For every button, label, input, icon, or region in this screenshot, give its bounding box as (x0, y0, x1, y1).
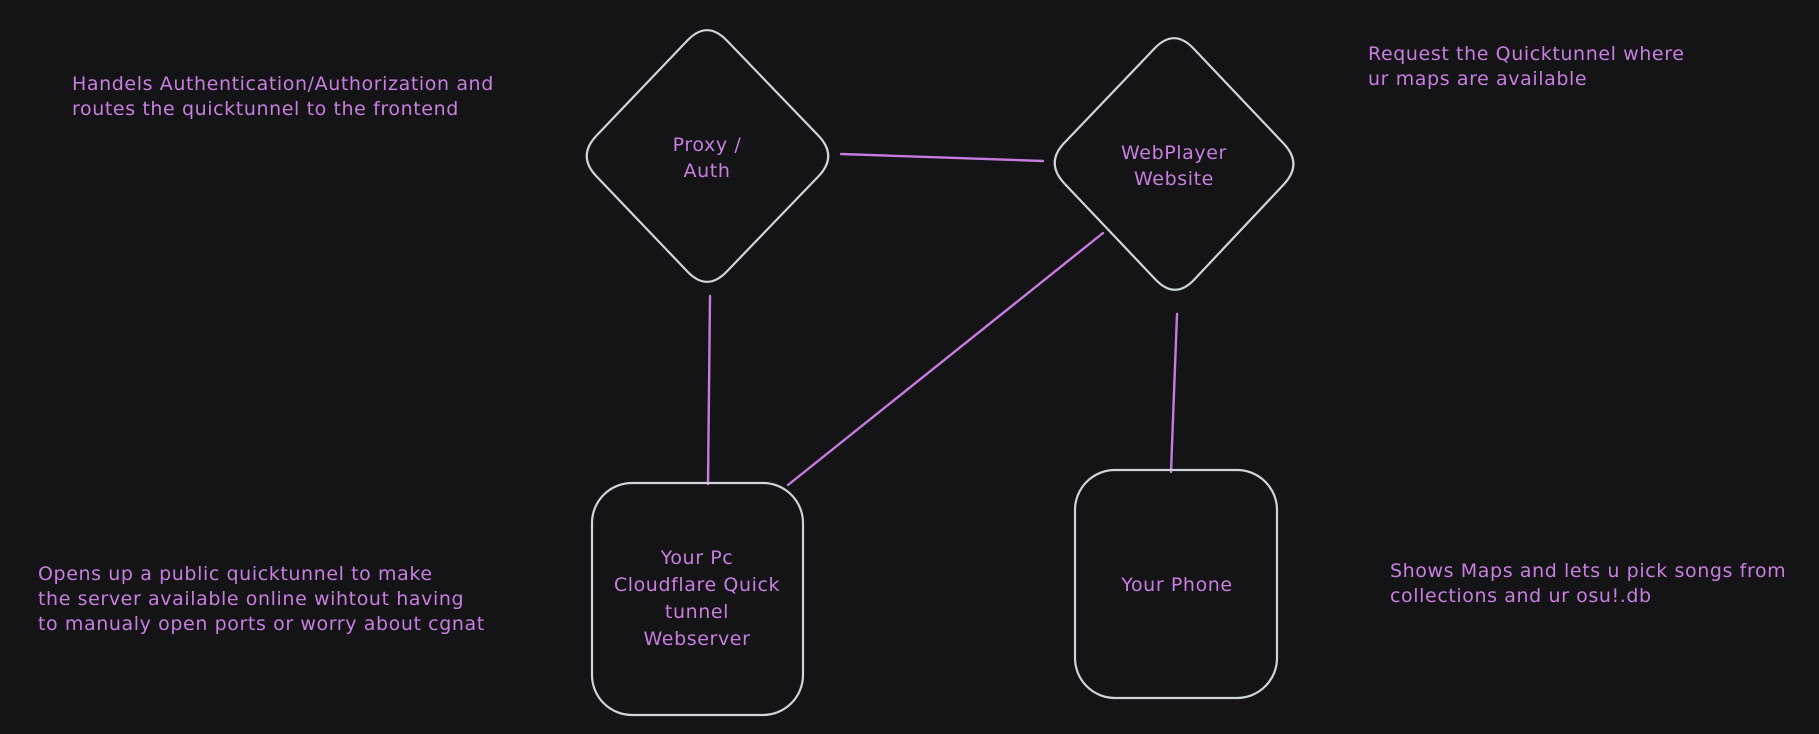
your-phone-rect-shape (1073, 468, 1279, 700)
edge-proxy-auth-to-webplayer (839, 152, 1045, 163)
your-pc-node-label: Your Pc Cloudflare Quick tunnel Webserve… (613, 547, 781, 650)
proxy-auth-annotation: Handels Authentication/Authorization and… (72, 73, 494, 120)
edge-webplayer-to-your-phone (1169, 312, 1179, 474)
proxy-auth-diamond-shape (585, 29, 830, 283)
proxy-auth-node-label: Proxy / Auth (672, 134, 742, 182)
your-phone-node-label: Your Phone (1121, 574, 1233, 596)
webplayer-website-diamond-shape (1053, 37, 1295, 291)
your-pc-annotation: Opens up a public quicktunnel to make th… (38, 563, 485, 635)
webplayer-website-node-label: WebPlayer Website (1121, 142, 1227, 190)
edge-proxy-auth-to-your-pc (706, 294, 712, 486)
your-phone-annotation: Shows Maps and lets u pick songs from co… (1390, 560, 1787, 607)
your-pc-rect-shape (590, 481, 805, 717)
webplayer-annotation: Request the Quicktunnel where ur maps ar… (1368, 43, 1685, 90)
edge-webplayer-to-your-pc (786, 231, 1105, 487)
